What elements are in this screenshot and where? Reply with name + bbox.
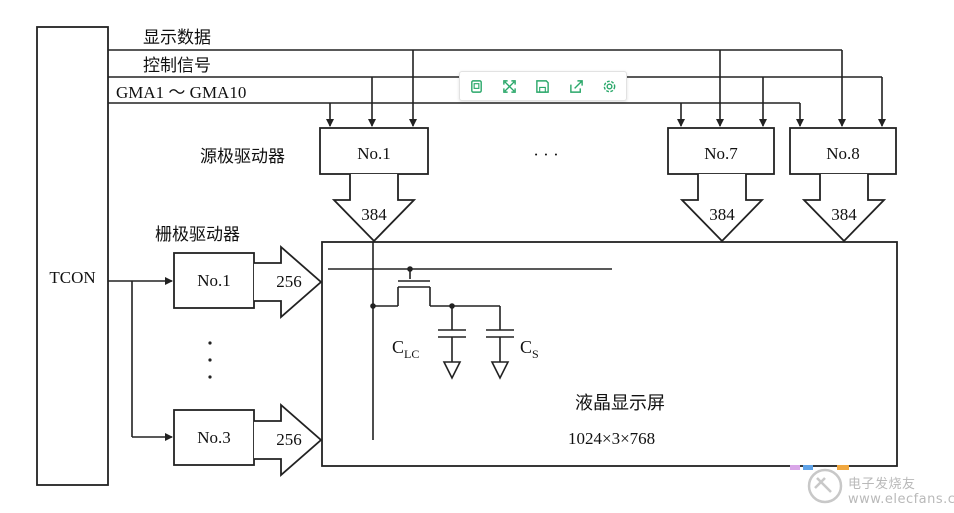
control-signal-label: 控制信号 xyxy=(143,56,211,76)
source-output-arrow-no7: 384 xyxy=(679,174,765,243)
display-data-bus xyxy=(108,49,846,127)
panel-resolution: 1024×3×768 xyxy=(568,429,655,448)
clc-label: CLC xyxy=(392,337,419,361)
gma-bus xyxy=(108,102,804,127)
svg-text:384: 384 xyxy=(361,205,387,224)
source-driver-label: 源极驱动器 xyxy=(200,147,285,167)
gate-driver-label: 栅极驱动器 xyxy=(155,225,240,245)
fullscreen-button[interactable] xyxy=(499,75,521,97)
share-button[interactable] xyxy=(565,75,587,97)
svg-text:256: 256 xyxy=(276,272,302,291)
tcon-label: TCON xyxy=(49,268,95,287)
pixel-circuit xyxy=(328,242,612,440)
share-icon xyxy=(569,79,583,93)
settings-icon xyxy=(603,80,616,92)
gate-driver-no3-label: No.3 xyxy=(197,428,231,447)
save-icon xyxy=(536,79,550,93)
svg-text:384: 384 xyxy=(709,205,735,224)
tcon-block xyxy=(36,26,109,486)
panel-title: 液晶显示屏 xyxy=(575,393,665,414)
display-data-label: 显示数据 xyxy=(143,28,211,48)
gma-label: GMA1 ～ GMA10 xyxy=(116,83,246,102)
svg-text:256: 256 xyxy=(276,430,302,449)
source-driver-no7-label: No.7 xyxy=(704,144,738,163)
gate-driver-no1-label: No.1 xyxy=(197,271,231,290)
source-driver-no8 xyxy=(789,127,897,175)
cs-label: CS xyxy=(520,337,539,361)
save-button[interactable] xyxy=(532,75,554,97)
source-driver-no1-label: No.1 xyxy=(357,144,391,163)
source-output-arrow-no8: 384 xyxy=(801,174,887,243)
gate-ellipsis xyxy=(208,341,212,379)
source-output-arrow-no1: 384 xyxy=(331,174,417,243)
svg-text:384: 384 xyxy=(831,205,857,224)
lcd-panel xyxy=(321,241,898,467)
copy-icon xyxy=(471,79,482,93)
watermark-site: 电子发烧友 www.elecfans.com xyxy=(848,477,954,507)
source-driver-no8-label: No.8 xyxy=(826,144,860,163)
copy-button[interactable] xyxy=(466,75,488,97)
gate-output-arrow-no3: 256 xyxy=(254,403,323,477)
source-driver-ellipsis: · · · xyxy=(533,145,558,164)
gate-driver-no1 xyxy=(173,252,255,309)
fullscreen-icon xyxy=(503,79,517,93)
watermark-logo xyxy=(790,465,849,504)
settings-button[interactable] xyxy=(598,75,620,97)
gate-output-arrow-no1: 256 xyxy=(254,245,323,319)
image-toolbar xyxy=(459,71,627,101)
